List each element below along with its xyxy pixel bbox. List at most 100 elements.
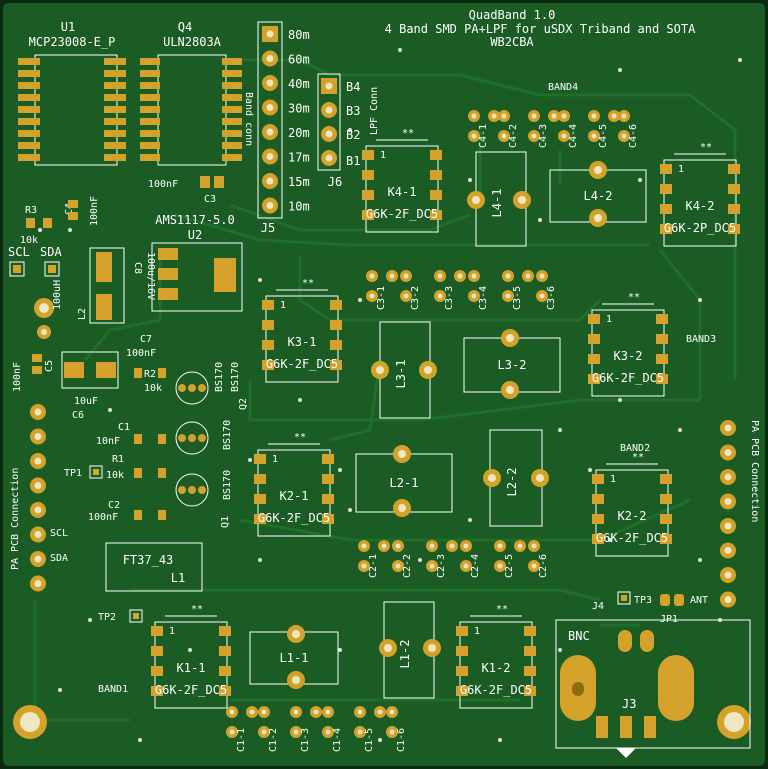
relay-stars: ** [628, 292, 640, 303]
pa-conn-right-label: PA PCB Connection [749, 420, 760, 522]
j6-label: B1 [346, 154, 360, 168]
ic-pad [222, 130, 242, 137]
q-transistors: BS170 BS170 Q2 BS170 BS170 Q1 [175, 362, 249, 528]
pa-right-pin-hole [724, 547, 732, 554]
c5-value: 100nF [12, 362, 23, 392]
ic-pad [104, 154, 126, 161]
c6-cap: 10uF C6 [61, 351, 119, 421]
u2-part: AMS1117-5.0 [155, 213, 234, 227]
ic-pad [222, 70, 242, 77]
cap-label: C3-1 [376, 286, 387, 310]
mounting-hole-bl [13, 705, 47, 739]
ic-pad [104, 58, 126, 65]
ic-pad [18, 58, 40, 65]
relay-ref: K2-2 [618, 509, 647, 523]
cap-label: C4-6 [628, 124, 639, 148]
l2-inductor: 100uH L2 [34, 280, 88, 339]
c7-cap: C7 100nF [126, 334, 156, 359]
relay-stars: ** [294, 432, 306, 443]
ic-pad [104, 142, 126, 149]
j6-label: B4 [346, 80, 360, 94]
ic-pad [104, 82, 126, 89]
cap-label: C3-2 [410, 286, 421, 310]
c1-ref: C1 [118, 422, 130, 433]
c7-ref: C7 [140, 334, 152, 345]
relay-part: G6K-2F_DC5 [592, 371, 664, 385]
j6-pin-hole [325, 82, 333, 90]
relay-pin1: 1 [606, 314, 612, 325]
via-field [38, 48, 742, 742]
ic-pad [222, 106, 242, 113]
relay-stars: ** [700, 142, 712, 153]
relay-pin1: 1 [280, 300, 286, 311]
pa-left-pin-hole [34, 506, 42, 514]
pa-right-pin-hole [724, 473, 732, 481]
cap-label: C1-6 [396, 728, 407, 752]
relay-part: G6K-2F_DC5 [266, 357, 338, 371]
ic-pad [104, 70, 126, 77]
cap-label: C3-6 [546, 286, 557, 310]
pa-left-pin-hole [34, 555, 42, 563]
title-line1: QuadBand 1.0 [469, 8, 556, 22]
band2-label: BAND2 [620, 443, 650, 454]
pa-conn-left: PA PCB Connection SCL SDA [10, 404, 68, 592]
ft37-label: FT37_43 [123, 553, 174, 567]
ic-pad [222, 154, 242, 161]
cap-label: C4-4 [568, 124, 579, 148]
j6-label: B3 [346, 104, 360, 118]
c6-value: 10uF [74, 396, 98, 407]
ic-pad [104, 130, 126, 137]
cap-label: C2-2 [402, 554, 413, 578]
band3-label: BAND3 [686, 334, 716, 345]
inductor-l4-1: L4-1 [467, 151, 531, 247]
ic-pad [18, 82, 40, 89]
pa-left-pin-hole [34, 580, 42, 587]
tp2-pad: TP2 [98, 609, 143, 623]
relay-ref: K4-1 [388, 185, 417, 199]
cap-label: C3-4 [478, 286, 489, 310]
cap-label: C3-3 [444, 286, 455, 310]
c1-cap: C1 10nF [96, 422, 166, 447]
ic-pad [18, 106, 40, 113]
ic-pad [18, 130, 40, 137]
pa-left-pin-hole [34, 408, 42, 416]
j5-pin-hole [266, 202, 274, 209]
inductor-ref: L4-1 [490, 189, 504, 218]
l2-value: 100uH [52, 280, 63, 310]
r2-value: 10k [144, 383, 162, 394]
cap-label: C4-3 [538, 124, 549, 148]
pa-right-pin-hole [724, 424, 732, 432]
j5-pin-hole [266, 177, 274, 185]
j6-label: B2 [346, 128, 360, 142]
relay-pin1: 1 [610, 474, 616, 485]
l1-toroid: FT37_43 L1 [105, 542, 203, 592]
c4-ref: C4 [64, 203, 75, 215]
relay-ref: K1-2 [482, 661, 511, 675]
ic-pad [222, 142, 242, 149]
ic-pad [18, 94, 40, 101]
q4-ref: Q4 [178, 20, 192, 34]
cap-label: C2-3 [436, 554, 447, 578]
tp1-label: TP1 [64, 468, 82, 479]
c2-value: 100nF [88, 512, 118, 523]
sda-label: SDA [40, 245, 62, 259]
q4-ic: Q4 ULN2803A [140, 20, 242, 166]
ic-pad [140, 70, 160, 77]
inductor-l4-2: L4-2 [549, 161, 647, 227]
j5-label: 17m [288, 151, 310, 165]
band-conn-label: Band conn [243, 92, 254, 146]
inductor-l3-2: L3-2 [463, 329, 561, 399]
c3-value: 100nF [148, 179, 178, 190]
cap-label: C1-3 [300, 728, 311, 752]
u1-part: MCP23008-E_P [29, 35, 116, 49]
j5-ref: J5 [261, 221, 275, 235]
j3-ref: J3 [622, 697, 636, 711]
title-line2: 4 Band SMD PA+LPF for uSDX Triband and S… [385, 22, 696, 36]
relay-pin1: 1 [678, 164, 684, 175]
ant-label: ANT [690, 595, 708, 606]
